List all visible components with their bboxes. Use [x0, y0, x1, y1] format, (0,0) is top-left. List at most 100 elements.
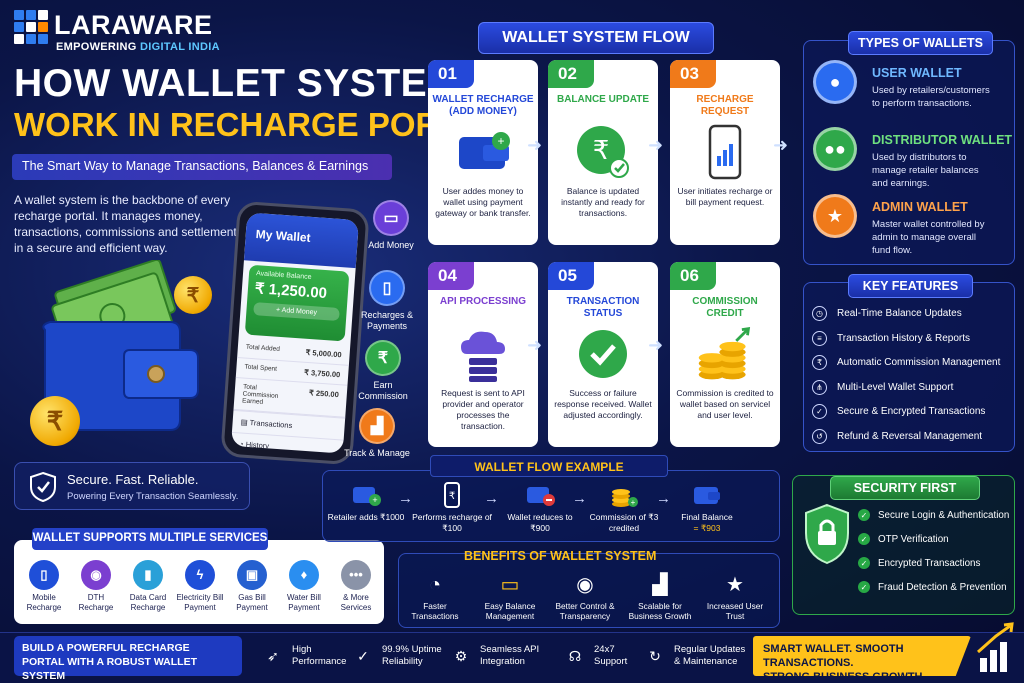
shield-star-icon: ★	[726, 574, 744, 596]
flow-title: WALLET SYSTEM FLOW	[478, 22, 714, 54]
logo-cell	[14, 34, 24, 44]
speedometer-icon: ◔	[428, 574, 442, 596]
logo-cell	[14, 22, 24, 32]
svg-text:₹: ₹	[449, 491, 455, 502]
feature-label: Refund & Reversal Management	[837, 430, 983, 442]
row-label: Total Added	[245, 343, 281, 353]
action-recharges[interactable]: ▯ Recharges & Payments	[352, 270, 422, 332]
wallet-minus-icon	[500, 482, 580, 508]
feature-label: Secure & Encrypted Transactions	[837, 406, 986, 417]
svg-text:+: +	[631, 498, 636, 507]
wallet-type-desc: Used by retailers/customers to perform t…	[872, 85, 990, 109]
add-money-button[interactable]: + Add Money	[253, 302, 340, 322]
secure-subtitle: Powering Every Transaction Seamlessly.	[67, 491, 239, 502]
wallet-icon: +	[453, 122, 513, 182]
bottom-slogan: SMART WALLET. SMOOTH TRANSACTIONS. STRON…	[753, 636, 971, 676]
subtitle: The Smart Way to Manage Transactions, Ba…	[12, 154, 392, 180]
clock-icon: ◷	[812, 306, 827, 321]
rupee-icon: ₹	[812, 355, 827, 370]
cloud-server-icon	[453, 324, 513, 384]
admin-shield-icon: ★	[813, 194, 857, 238]
step-heading: RECHARGE REQUEST	[696, 94, 754, 117]
arrow-right-icon: ➜	[773, 135, 789, 155]
security-item: ✓OTP Verification	[858, 533, 949, 545]
water-icon: ♦	[289, 560, 319, 590]
service-item[interactable]: ▯Mobile Recharge	[18, 560, 70, 613]
arrow-right-icon: →	[398, 490, 413, 507]
action-track-manage[interactable]: ▟ Track & Manage	[342, 408, 412, 459]
feature-label: Transaction History & Reports	[837, 332, 971, 344]
bottom-line2: Support	[594, 656, 628, 667]
security-shield-icon	[805, 503, 849, 565]
wallet-illustration	[20, 258, 220, 445]
service-item[interactable]: ▮Data Card Recharge	[122, 560, 174, 613]
action-add-money[interactable]: ▭ Add Money	[356, 200, 426, 251]
arrow-right-icon: ➜	[648, 335, 664, 355]
features-title: KEY FEATURES	[848, 274, 973, 298]
service-label: & More Services	[340, 593, 372, 612]
example-step: ₹ Performs recharge of ₹100	[412, 482, 492, 534]
features-panel	[803, 282, 1015, 452]
feature-item: ↺Refund & Reversal Management	[812, 428, 983, 444]
feature-item: ≡Transaction History & Reports	[812, 330, 971, 346]
benefits-title: BENEFITS OF WALLET SYSTEM	[464, 549, 657, 563]
step-description: User addes money to wallet using payment…	[435, 186, 531, 218]
bottom-line1: 99.9% Uptime	[382, 644, 442, 655]
wallet-type-name: DISTRIBUTOR WALLET	[872, 133, 1013, 147]
rupee-icon: ₹	[365, 340, 401, 376]
logo-cell	[14, 10, 24, 20]
service-item[interactable]: ▣Gas Bill Payment	[226, 560, 278, 613]
bottom-line2: Integration	[480, 656, 525, 667]
arrow-right-icon: →	[572, 490, 587, 507]
data-card-icon: ▮	[133, 560, 163, 590]
bottom-line2: & Maintenance	[674, 656, 738, 667]
example-label: Wallet reduces to ₹900	[507, 512, 573, 533]
benefit-label: Increased User Trust	[706, 601, 764, 621]
growth-bars-icon	[977, 622, 1014, 672]
security-item: ✓Encrypted Transactions	[858, 557, 980, 569]
example-label: Retailer adds ₹1000	[327, 512, 405, 522]
benefit-item: ▭Easy Balance Management	[475, 572, 545, 621]
service-item[interactable]: ♦Water Bill Payment	[278, 560, 330, 613]
wallet-type-name: USER WALLET	[872, 66, 962, 80]
security-item: ✓Fraud Detection & Prevention	[858, 581, 1007, 593]
svg-text:+: +	[372, 495, 377, 505]
shield-check-icon: ✓	[357, 648, 369, 664]
bottom-feature: ↻ Regular Updates& Maintenance	[644, 644, 745, 668]
brand-name: LARAWARE	[54, 10, 213, 40]
refresh-icon: ↻	[649, 648, 661, 664]
bottom-line2: Performance	[292, 656, 347, 667]
link-label: Transactions	[249, 418, 293, 431]
example-step: + Retailer adds ₹1000	[326, 482, 406, 523]
step-heading: API PROCESSING	[439, 296, 527, 307]
example-label: Performs recharge of ₹100	[412, 512, 492, 533]
wallet-icon	[667, 482, 747, 508]
feature-label: Automatic Commission Management	[837, 357, 1001, 368]
hierarchy-icon: ⋔	[812, 379, 827, 395]
headset-icon: ☊	[568, 648, 582, 664]
bottom-feature-text: Regular Updates& Maintenance	[674, 644, 745, 668]
security-label: Secure Login & Authentication	[878, 509, 1010, 521]
service-item[interactable]: •••& More Services	[330, 560, 382, 613]
rocket-icon: ➶	[267, 648, 279, 664]
benefit-item: ◉Better Control & Transparency	[550, 572, 620, 621]
slogan-line1: SMART WALLET. SMOOTH TRANSACTIONS.	[763, 643, 904, 669]
step-description: Commission is credited to wallet based o…	[676, 388, 774, 420]
example-label: Commission of ₹3 credited	[589, 512, 659, 533]
action-earn-commission[interactable]: ₹ Earn Commission	[348, 340, 418, 402]
secure-title: Secure. Fast. Reliable.	[67, 472, 199, 487]
feature-label: Real-Time Balance Updates	[837, 308, 962, 319]
feature-item: ⋔Multi-Level Wallet Support	[812, 379, 953, 395]
arrow-right-icon: ➜	[648, 135, 664, 155]
wallet-icon: ▭	[500, 574, 520, 596]
example-label: Final Balance	[681, 512, 733, 522]
service-item[interactable]: ◉DTH Recharge	[70, 560, 122, 613]
step-number: 02	[548, 60, 594, 88]
shield-check-icon: ✓	[812, 404, 827, 419]
